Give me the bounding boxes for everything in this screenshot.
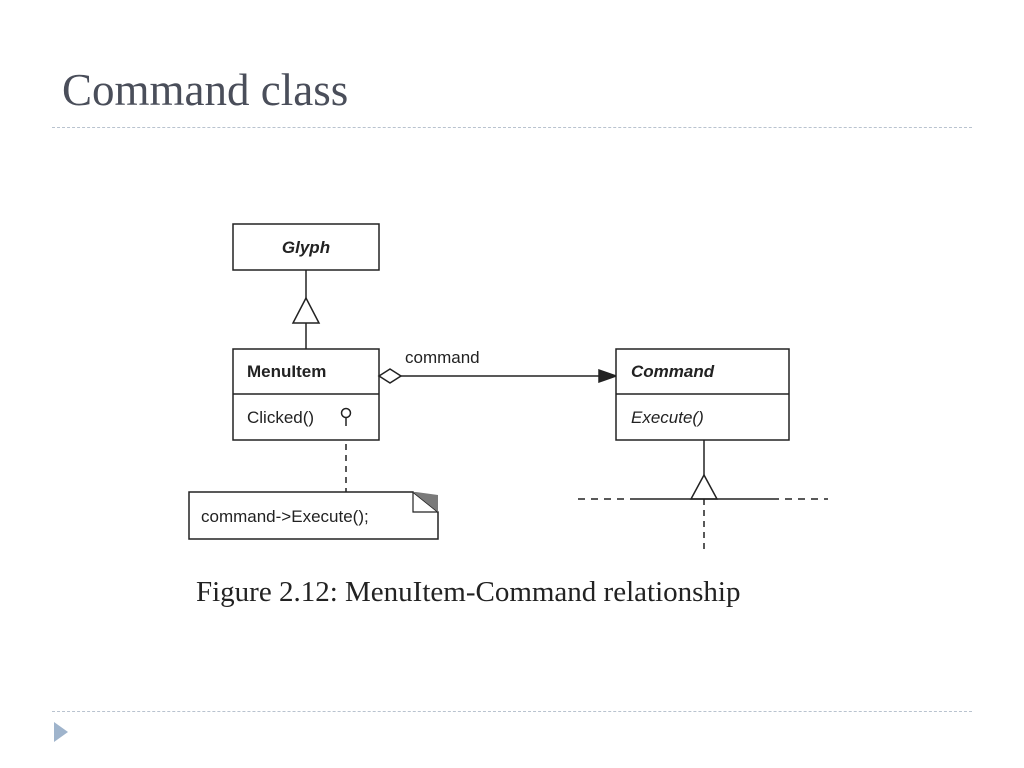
note-box (188, 491, 439, 540)
menuitem-operation-clicked: Clicked() (247, 408, 314, 427)
title-divider (52, 127, 972, 128)
command-class-name: Command (631, 362, 715, 381)
command-operation-execute: Execute() (631, 408, 704, 427)
association-arrowhead (598, 368, 619, 384)
note-fold-shading (413, 492, 438, 512)
glyph-class-name: Glyph (282, 238, 330, 257)
glyph-class-box (232, 223, 380, 271)
inheritance-arrow (291, 296, 321, 324)
figure-caption: Figure 2.12: MenuItem-Command relationsh… (196, 576, 741, 608)
aggregation-diamond (377, 368, 403, 384)
subclass-inheritance-arrow (689, 473, 719, 500)
note-fold (412, 492, 438, 513)
slide-nav-arrow-icon (54, 722, 68, 742)
footer-divider (52, 711, 972, 712)
note-code-text: command->Execute(); (201, 507, 369, 526)
menuitem-class-name: MenuItem (247, 362, 326, 381)
association-label: command (405, 348, 480, 367)
operation-note-anchor (340, 407, 352, 419)
slide-title: Command class (62, 65, 349, 115)
